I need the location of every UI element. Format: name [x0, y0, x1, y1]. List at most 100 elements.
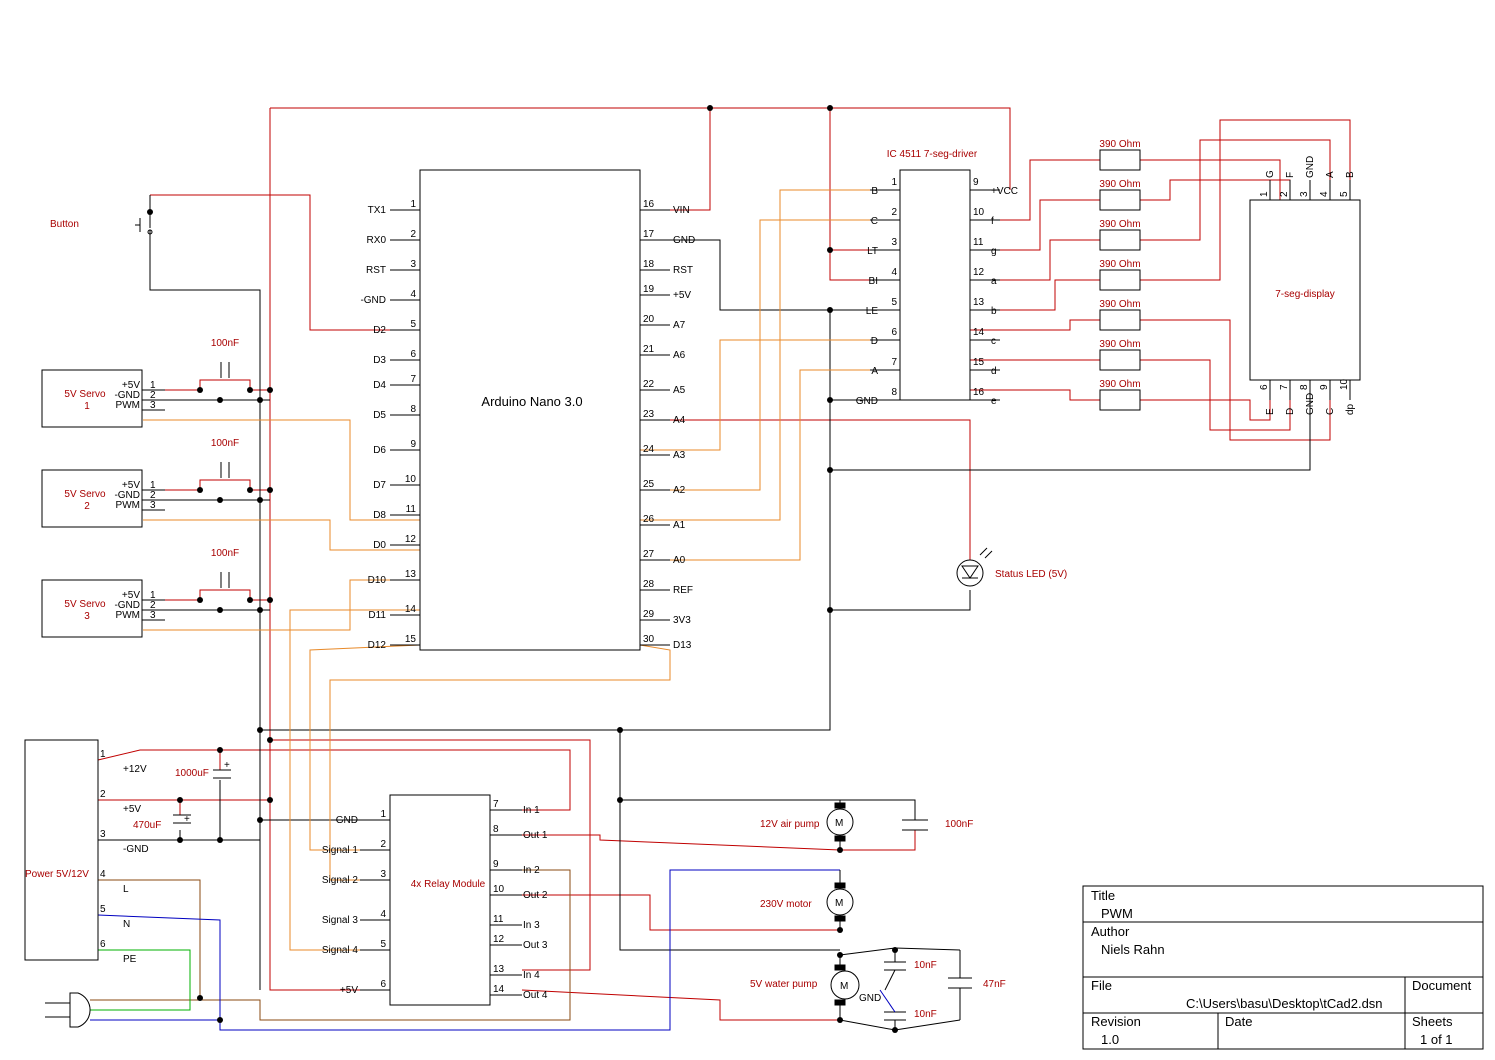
- relay-pin-name: Signal 2: [322, 875, 359, 886]
- arduino-pin-number: 27: [643, 549, 655, 560]
- arduino-pin-number: 5: [410, 319, 416, 330]
- relay-pin-name: In 1: [523, 805, 540, 816]
- status-led-label: Status LED (5V): [995, 569, 1067, 580]
- arduino-pin-name: D10: [368, 575, 387, 586]
- servo-pin-name: PWM: [116, 610, 140, 621]
- driver-pin-number: 2: [891, 207, 897, 218]
- tb-revision: 1.0: [1101, 1032, 1119, 1047]
- servo-pin-number: 3: [150, 610, 156, 621]
- driver-pin-name: f: [991, 216, 994, 227]
- driver-pin-name: e: [991, 396, 997, 407]
- arduino-pin-name: REF: [673, 585, 693, 596]
- arduino-pin-number: 1: [410, 199, 416, 210]
- power-pin-number: 4: [100, 869, 106, 880]
- power-pin-number: 5: [100, 904, 106, 915]
- relay-pin-number: 5: [380, 939, 386, 950]
- arduino-pin-number: 14: [405, 604, 417, 615]
- driver-pin-number: 16: [973, 387, 985, 398]
- display-pin-number: 4: [1319, 191, 1330, 197]
- arduino-pin-number: 25: [643, 479, 655, 490]
- tb-document-label: Document: [1412, 978, 1472, 993]
- servo-pin-name: PWM: [116, 400, 140, 411]
- tb-sheets-label: Sheets: [1412, 1014, 1453, 1029]
- arduino-pin-name: A7: [673, 320, 686, 331]
- servo-cap-label: 100nF: [211, 548, 239, 559]
- driver-pin-name: LT: [867, 246, 878, 257]
- power-pin-number: 2: [100, 789, 106, 800]
- arduino-pin-number: 15: [405, 634, 417, 645]
- relay-pin-name: Signal 1: [322, 845, 359, 856]
- arduino-pin-number: 23: [643, 409, 655, 420]
- arduino-pin-name: GND: [673, 235, 695, 246]
- resistor-label: 390 Ohm: [1099, 339, 1140, 350]
- servo-pin-name: +5V: [122, 480, 140, 491]
- driver-pin-number: 1: [891, 177, 897, 188]
- power-pin-name: -GND: [123, 844, 149, 855]
- cap-470uf: 470uF: [133, 820, 161, 831]
- servo-label: 5V Servo: [64, 489, 106, 500]
- relay-pin-name: Out 4: [523, 990, 548, 1001]
- tb-date-label: Date: [1225, 1014, 1252, 1029]
- driver-pin-number: 13: [973, 297, 985, 308]
- driver-pin-number: 8: [891, 387, 897, 398]
- title-block-text: Title PWM Author Niels Rahn File C:\User…: [1091, 888, 1472, 1047]
- display-pin-number: 5: [1339, 191, 1350, 197]
- display-pin-name: GND: [1305, 393, 1316, 415]
- arduino-right-pins: 16VIN17GND18RST19+5V20A721A622A523A424A3…: [640, 199, 695, 651]
- resistor-label: 390 Ohm: [1099, 379, 1140, 390]
- display-pin-number: 9: [1319, 384, 1330, 390]
- servo-pin-number: 3: [150, 500, 156, 511]
- button-label: Button: [50, 219, 79, 230]
- servo-label: 5V Servo: [64, 389, 106, 400]
- arduino-pin-name: D13: [673, 640, 692, 651]
- arduino-pin-number: 6: [410, 349, 416, 360]
- arduino-pin-number: 13: [405, 569, 417, 580]
- air-pump-cap: 100nF: [945, 819, 973, 830]
- servo-pin-name: PWM: [116, 500, 140, 511]
- cap-1000uf: 1000uF: [175, 768, 209, 779]
- tb-sheets: 1 of 1: [1420, 1032, 1453, 1047]
- arduino-pin-name: D7: [373, 480, 386, 491]
- power-pin-number: 1: [100, 749, 106, 760]
- relay-pin-name: Out 1: [523, 830, 548, 841]
- display-pin-name: dp: [1345, 403, 1356, 415]
- arduino-pin-number: 8: [410, 404, 416, 415]
- tb-file: C:\Users\basu\Desktop\tCad2.dsn: [1186, 996, 1383, 1011]
- resistor: [1099, 189, 1141, 211]
- power-pin-name: L: [123, 884, 129, 895]
- resistor: [1099, 149, 1141, 171]
- water-pump-gnd: GND: [859, 993, 881, 1004]
- relay-pin-name: In 3: [523, 920, 540, 931]
- arduino-pin-number: 3: [410, 259, 416, 270]
- arduino-pin-number: 12: [405, 534, 417, 545]
- arduino-pin-name: D3: [373, 355, 386, 366]
- servo-pin-number: 1: [150, 480, 156, 491]
- relay-pin-name: In 4: [523, 970, 540, 981]
- arduino-pin-name: -GND: [360, 295, 386, 306]
- arduino-pin-name: A6: [673, 350, 686, 361]
- tb-revision-label: Revision: [1091, 1014, 1141, 1029]
- driver-pin-number: 10: [973, 207, 985, 218]
- relay-pin-name: Out 2: [523, 890, 548, 901]
- arduino-pin-name: A2: [673, 485, 686, 496]
- display-pin-name: B: [1345, 171, 1356, 178]
- resistor-label: 390 Ohm: [1099, 299, 1140, 310]
- ac-motor: M 230V motor: [760, 870, 854, 930]
- arduino-pin-name: RST: [366, 265, 386, 276]
- relay-pin-number: 14: [493, 984, 505, 995]
- svg-text:+: +: [224, 760, 230, 771]
- display-pin-number: 1: [1259, 191, 1270, 197]
- tb-author: Niels Rahn: [1101, 942, 1165, 957]
- arduino-pin-name: A1: [673, 520, 686, 531]
- arduino-pin-name: A0: [673, 555, 686, 566]
- arduino-pin-number: 2: [410, 229, 416, 240]
- relay-pin-name: Signal 4: [322, 945, 359, 956]
- arduino-pin-name: D12: [368, 640, 387, 651]
- tb-title-label: Title: [1091, 888, 1115, 903]
- motor-symbol: M: [835, 898, 843, 909]
